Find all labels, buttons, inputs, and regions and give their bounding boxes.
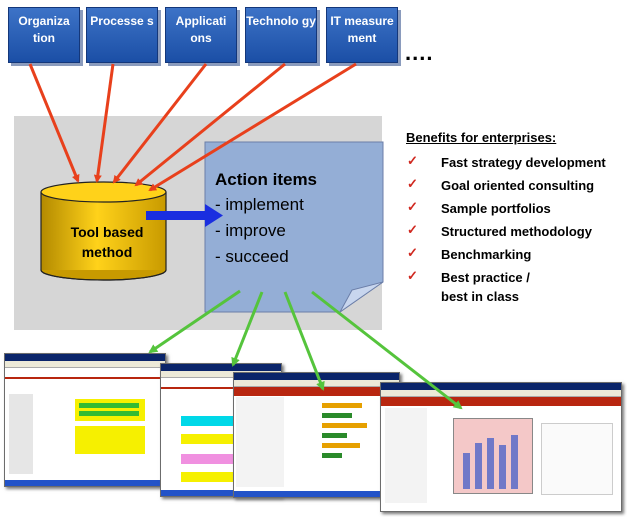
check-icon: ✓	[407, 153, 418, 168]
benefit-item: ✓Best practice / best in class	[407, 268, 530, 304]
check-icon: ✓	[407, 222, 418, 237]
benefit-item: ✓Fast strategy development	[407, 153, 606, 170]
benefit-item: ✓Structured methodology	[407, 222, 592, 239]
screenshot-thumbnail-1	[4, 353, 166, 487]
tool-cylinder	[40, 181, 167, 281]
box-organization: Organiza tion	[8, 7, 80, 63]
box-it-measurement: IT measure ment	[326, 7, 398, 63]
screenshot-thumbnail-4	[380, 382, 622, 512]
benefit-item: ✓Goal oriented consulting	[407, 176, 595, 193]
ellipsis: ....	[405, 40, 434, 65]
document-fold	[339, 281, 384, 313]
benefits-title: Benefits for enterprises:	[406, 130, 557, 145]
benefit-item: ✓Sample portfolios	[407, 199, 551, 216]
cylinder-label: Tool based method	[70, 224, 144, 260]
check-icon: ✓	[407, 245, 418, 260]
box-processes: Processe s	[86, 7, 158, 63]
action-item-improve: - improve	[215, 221, 286, 240]
check-icon: ✓	[407, 268, 418, 283]
box-technology: Technolo gy	[245, 7, 317, 63]
box-applications: Applicati ons	[165, 7, 237, 63]
check-icon: ✓	[407, 199, 418, 214]
check-icon: ✓	[407, 176, 418, 191]
blue-arrow	[146, 204, 223, 227]
action-item-succeed: - succeed	[215, 247, 289, 266]
action-item-implement: - implement	[215, 195, 304, 214]
benefit-item: ✓Benchmarking	[407, 245, 532, 262]
action-title: Action items	[215, 170, 318, 189]
